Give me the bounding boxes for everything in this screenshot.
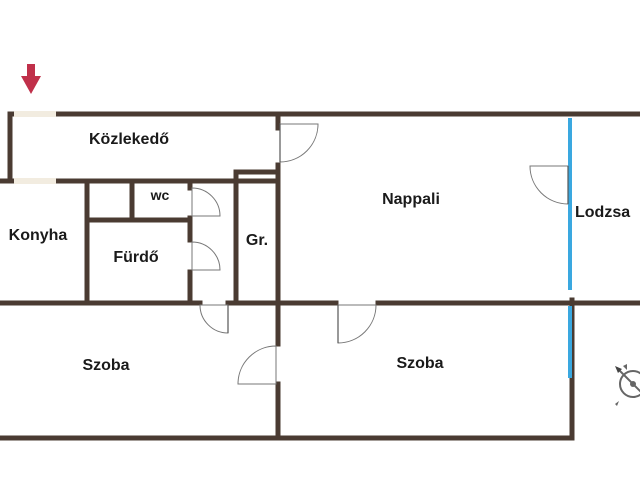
door-nappali-lodzsa	[529, 165, 569, 205]
entrance-arrow-icon	[21, 64, 41, 94]
room-label-konyha: Konyha	[9, 227, 68, 244]
door-szoba-right	[337, 304, 377, 344]
room-label-gardrob: Gr.	[246, 232, 268, 249]
entrance-opening	[14, 111, 56, 117]
door-furdo	[191, 241, 221, 271]
door-corridor-nappali	[279, 123, 319, 163]
walls	[0, 111, 640, 441]
door-szoba-left	[199, 304, 229, 334]
room-label-nappali: Nappali	[382, 191, 440, 208]
room-label-lodzsa: Lodzsa	[575, 204, 630, 221]
room-label-furdo: Fürdő	[113, 249, 159, 266]
room-label-szoba-right: Szoba	[396, 355, 443, 372]
room-label-kozlekedo: Közlekedő	[89, 131, 169, 148]
corridor-opening	[14, 178, 56, 184]
door-between-szoba	[237, 345, 277, 385]
room-label-szoba-left: Szoba	[82, 357, 129, 374]
room-label-wc: wc	[150, 187, 170, 203]
door-wc	[191, 187, 221, 217]
compass-icon	[615, 364, 640, 406]
